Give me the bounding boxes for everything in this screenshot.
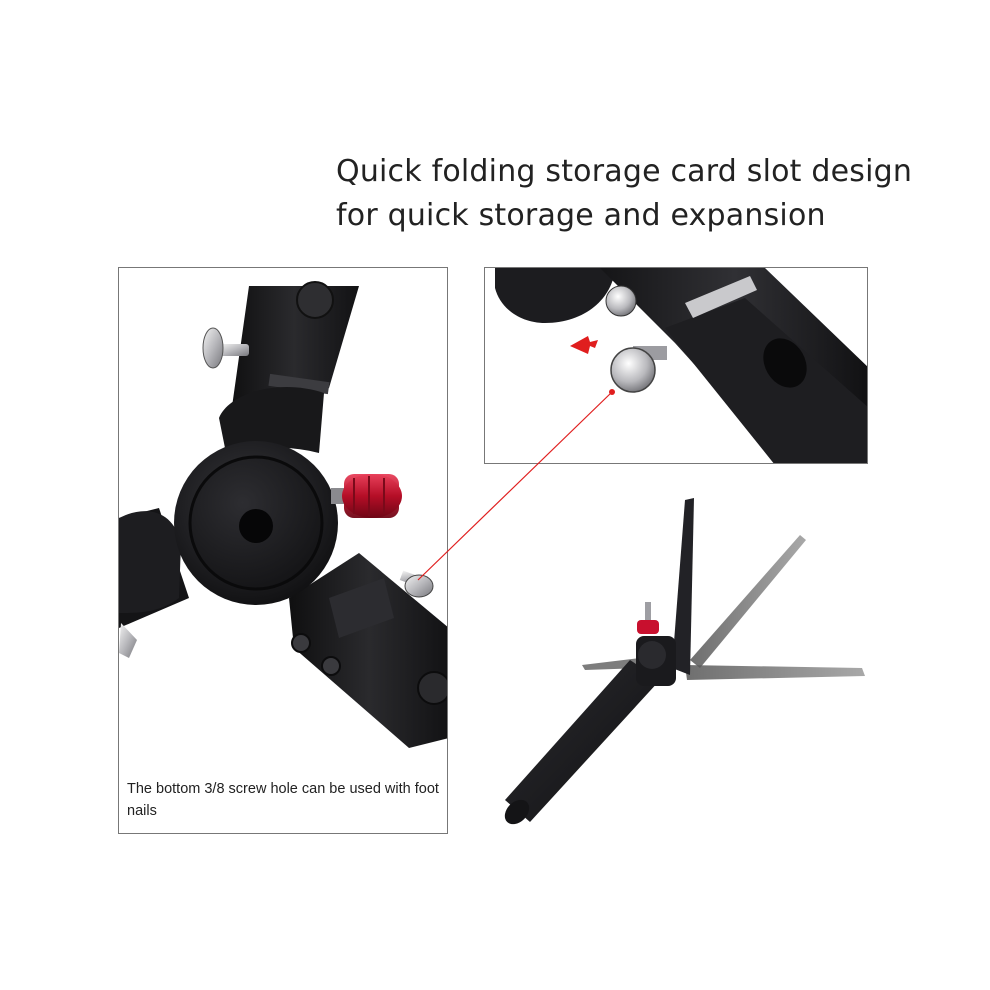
lower-right-leg [289, 553, 447, 748]
upper-silver-knob [202, 327, 249, 369]
serrated-strip [685, 276, 757, 318]
left-foot-nail [119, 623, 137, 658]
main-leg [505, 660, 660, 822]
hub-edge [495, 268, 615, 323]
underside-caption: The bottom 3/8 screw hole can be used wi… [127, 781, 439, 819]
headline: Quick folding storage card slot design f… [336, 150, 936, 238]
red-arrow-icon [570, 336, 598, 354]
red-collar [637, 620, 659, 634]
underside-detail-panel: The bottom 3/8 screw hole can be used wi… [118, 267, 448, 834]
mount-screw [645, 602, 651, 620]
red-lock-knob [331, 474, 402, 518]
foot-nail-knob [610, 346, 667, 393]
screw-slot [763, 338, 807, 388]
headline-line-2: for quick storage and expansion [336, 198, 826, 233]
tripod-underside-illustration [119, 281, 447, 748]
headline-line-1: Quick folding storage card slot design [336, 154, 913, 189]
ghost-leg-1 [690, 535, 806, 668]
top-screw [605, 285, 637, 317]
vertical-leg [672, 498, 694, 675]
left-leg [119, 508, 189, 658]
stored-foot-nail [399, 570, 434, 598]
ghost-leg-2 [685, 665, 865, 680]
center-hub [174, 441, 338, 605]
screw-hole-3-8 [239, 509, 273, 543]
storage-slot-illustration [495, 268, 867, 463]
